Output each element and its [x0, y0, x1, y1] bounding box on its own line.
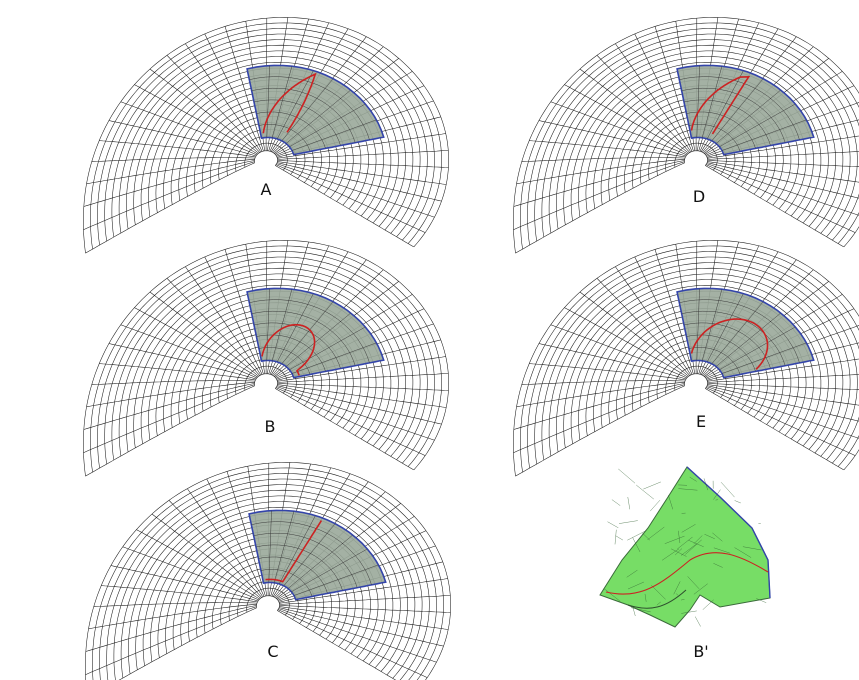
mesh-spoke [88, 608, 257, 680]
patch-mesh-edge [615, 530, 616, 545]
mesh-spoke [280, 606, 451, 613]
mesh-spoke [279, 608, 443, 647]
mesh-spoke [109, 121, 256, 157]
mesh-spoke [278, 384, 449, 391]
mesh-spoke [551, 325, 687, 378]
patch-mesh-edge [633, 608, 635, 616]
patch-mesh-edge [628, 497, 630, 509]
mesh-spoke [167, 55, 260, 152]
mesh-spoke [121, 325, 257, 378]
mesh-spoke [86, 386, 255, 476]
mesh-spoke [597, 55, 690, 152]
panel-b-prime [600, 467, 770, 627]
mesh-spoke [278, 161, 449, 168]
mesh-spoke [706, 165, 855, 233]
mesh-spoke [167, 278, 260, 375]
patch-mesh-edge [695, 617, 700, 627]
mesh-spoke [275, 389, 414, 470]
label-d: D [693, 189, 705, 205]
mesh-spoke [277, 387, 435, 441]
mesh-spoke [187, 489, 263, 597]
mesh-spoke [92, 381, 255, 385]
mesh-spoke [597, 278, 690, 375]
mesh-spoke [279, 609, 437, 663]
panel-e [513, 240, 859, 476]
mesh-spoke [87, 382, 255, 407]
mesh-spoke [517, 382, 685, 407]
mesh-spoke [276, 165, 425, 233]
patch-mesh-edge [616, 536, 623, 540]
mesh-spoke [705, 389, 844, 470]
mesh-spoke [517, 159, 685, 184]
mesh-spoke [516, 163, 685, 253]
mesh-spoke [89, 604, 257, 629]
patch-mesh-edge [612, 500, 620, 506]
mesh-spoke [522, 381, 685, 385]
mesh-spoke [84, 384, 255, 430]
mesh-spoke [615, 267, 691, 375]
mesh-spoke [522, 158, 685, 162]
mesh-spoke [551, 102, 687, 155]
mesh-spoke [94, 603, 257, 607]
mesh-spoke [514, 161, 685, 207]
mesh-spoke [277, 385, 446, 408]
mesh-spoke [514, 384, 685, 430]
mesh-spoke [277, 164, 435, 218]
label-a: A [261, 182, 272, 198]
mesh-spoke [279, 607, 448, 630]
mesh-spoke [87, 159, 255, 184]
mesh-spoke [111, 566, 258, 602]
mesh-spoke [123, 547, 259, 600]
patch-mesh-edge [608, 522, 619, 528]
mesh-spoke [516, 386, 685, 476]
mesh-spoke [86, 163, 255, 253]
patch-mesh-edge [643, 482, 661, 489]
patch-mesh-edge [735, 501, 741, 504]
mesh-spoke [705, 166, 844, 247]
patch-mesh-edge [703, 600, 714, 610]
patch-mesh-edge [650, 500, 660, 511]
patch-mesh-edge [636, 485, 654, 499]
mesh-spoke [275, 166, 414, 247]
mesh-spoke [92, 158, 255, 162]
mesh-spoke [277, 611, 416, 680]
label-b-prime: B' [693, 644, 708, 660]
panel-d [513, 17, 859, 253]
label-c: C [267, 644, 278, 660]
mesh-spoke [121, 102, 257, 155]
label-e: E [696, 414, 706, 430]
mesh-spoke [109, 344, 256, 380]
patch-mesh-edge [721, 482, 734, 497]
patch-mesh-edge [618, 469, 635, 483]
mesh-spoke [185, 44, 261, 152]
mesh-spoke [277, 163, 441, 202]
mesh-spoke [84, 161, 255, 207]
panel-b [83, 240, 448, 476]
mesh-spoke [169, 500, 262, 597]
mesh-spoke [185, 267, 261, 375]
panel-a [83, 17, 448, 253]
mesh-spoke [539, 344, 686, 380]
mesh-spoke [615, 44, 691, 152]
mesh-spoke [276, 388, 425, 456]
mesh-spoke [277, 162, 446, 185]
label-b: B [265, 419, 276, 435]
patch-mesh-edge [619, 521, 638, 524]
mesh-spoke [278, 610, 427, 678]
mesh-spoke [539, 121, 686, 157]
mesh-spoke [86, 606, 257, 652]
mesh-spoke [706, 388, 855, 456]
mesh-spoke [277, 386, 441, 425]
